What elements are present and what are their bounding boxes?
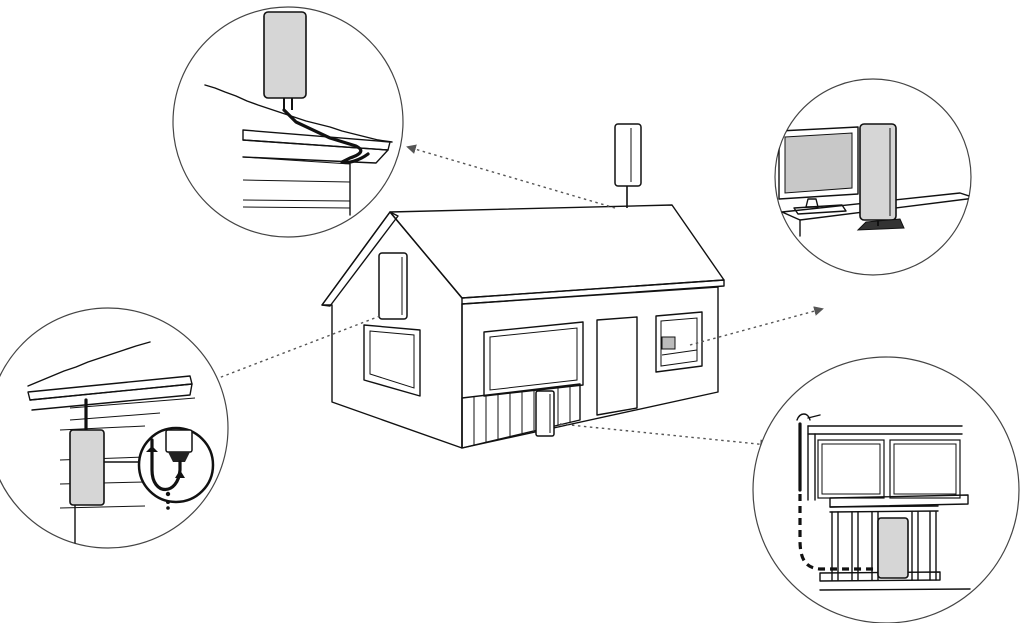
house: [321, 123, 725, 449]
wall-antenna-panel: [69, 429, 105, 506]
callout-arrows: [201, 144, 824, 450]
roof-mast-antenna: [614, 123, 642, 208]
tv-antenna-panel: [859, 123, 897, 221]
callout-indoor-tv: [774, 78, 972, 276]
arrow-to-balcony-callout: [559, 423, 770, 450]
callout-balcony: [752, 356, 1020, 623]
right-window: [655, 311, 703, 373]
front-window: [483, 321, 584, 397]
deck-antenna: [535, 390, 555, 437]
gable-wall-antenna: [378, 252, 408, 320]
front-door: [596, 316, 638, 416]
gable-window: [363, 324, 421, 397]
arrow-to-wall-callout: [201, 315, 381, 386]
eave-antenna-panel: [263, 11, 307, 99]
balcony-antenna-panel: [877, 517, 909, 579]
callout-eave-mount: [172, 6, 404, 238]
drip-loop-inset: [137, 426, 215, 504]
callout-wall-mount: [0, 307, 229, 549]
arrow-to-tv-callout: [689, 306, 824, 346]
deck-railing: [461, 383, 581, 449]
arrow-to-eave-callout: [406, 144, 616, 209]
tv-monitor: [778, 126, 859, 200]
